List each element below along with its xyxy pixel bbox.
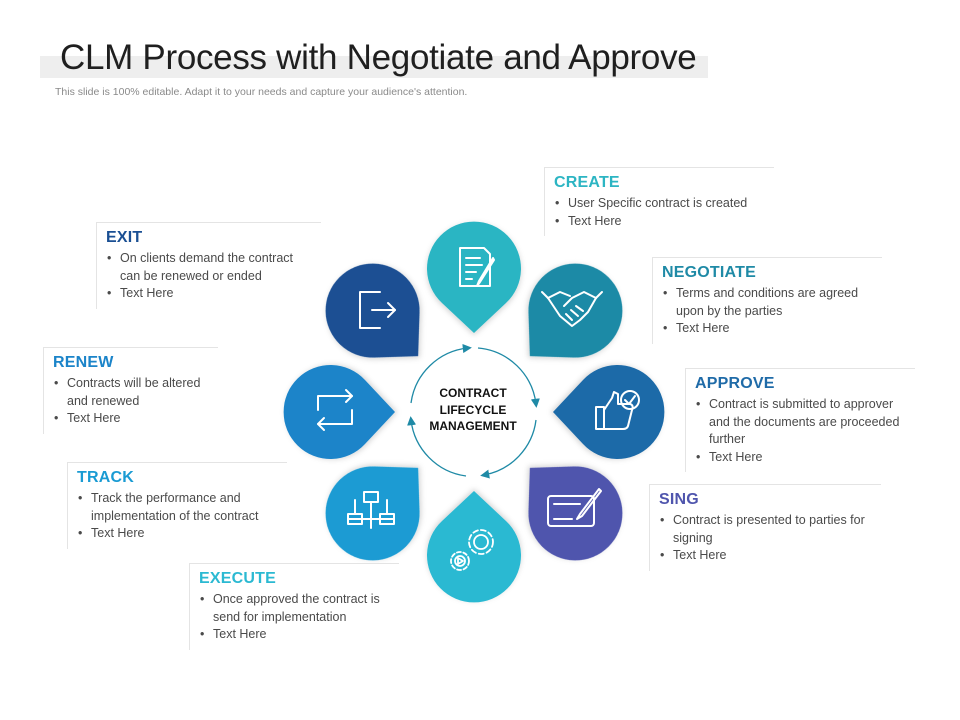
card-bullet: Terms and conditions are agreed upon by … xyxy=(662,285,874,320)
card-bullet: Contract is submitted to approver and th… xyxy=(695,396,907,449)
card-bullet: Text Here xyxy=(662,320,874,338)
title-underline-bar xyxy=(40,56,708,78)
petal-track xyxy=(325,466,420,561)
card-title-sing: SING xyxy=(659,491,699,508)
card-negotiate: NEGOTIATE Terms and conditions are agree… xyxy=(652,257,882,344)
center-label-line2: LIFECYCLE xyxy=(439,402,507,417)
card-exit: EXIT On clients demand the contract can … xyxy=(96,222,321,309)
center-circle xyxy=(408,346,540,478)
page-subtitle: This slide is 100% editable. Adapt it to… xyxy=(55,86,468,98)
card-title-renew: RENEW xyxy=(53,354,114,371)
card-title-create: CREATE xyxy=(554,174,620,191)
center-label-line3: MANAGEMENT xyxy=(429,419,517,433)
renew-arrows-icon xyxy=(317,389,353,431)
card-bullet: Text Here xyxy=(695,449,907,467)
card-execute: EXECUTE Once approved the contract is se… xyxy=(189,563,399,650)
card-bullet: Once approved the contract is send for i… xyxy=(199,591,391,626)
card-title-exit: EXIT xyxy=(106,229,143,246)
center-label: CONTRACT LIFECYCLE MANAGEMENT xyxy=(417,385,529,435)
card-renew: RENEW Contracts will be altered and rene… xyxy=(43,347,218,434)
card-sing: SING Contract is presented to parties fo… xyxy=(649,484,881,571)
card-bullet: User Specific contract is created xyxy=(554,195,766,213)
page-title: CLM Process with Negotiate and Approve xyxy=(60,38,697,77)
card-bullet: Text Here xyxy=(199,626,391,644)
cycle-arrows xyxy=(407,343,540,479)
card-title-negotiate: NEGOTIATE xyxy=(662,264,756,281)
card-title-track: TRACK xyxy=(77,469,134,486)
petal-negotiate xyxy=(528,263,623,358)
center-label-line1: CONTRACT xyxy=(439,386,507,400)
card-bullet: Text Here xyxy=(77,525,279,543)
card-bullet: Text Here xyxy=(554,213,766,231)
flowchart-icon xyxy=(347,491,395,529)
handshake-icon xyxy=(541,291,603,327)
card-approve: APPROVE Contract is submitted to approve… xyxy=(685,368,915,472)
petal-create xyxy=(426,221,521,333)
card-bullet: Text Here xyxy=(53,410,210,428)
signature-icon xyxy=(547,488,602,527)
document-edit-icon xyxy=(459,247,495,287)
exit-icon xyxy=(359,291,396,329)
petal-approve xyxy=(553,365,665,459)
card-bullet: On clients demand the contract can be re… xyxy=(106,250,313,285)
gears-icon xyxy=(450,529,494,571)
card-bullet: Contracts will be altered and renewed xyxy=(53,375,210,410)
petal-execute xyxy=(427,491,521,603)
card-bullet: Contract is presented to parties for sig… xyxy=(659,512,873,547)
card-track: TRACK Track the performance and implemen… xyxy=(67,462,287,549)
card-title-execute: EXECUTE xyxy=(199,570,276,587)
card-bullet: Text Here xyxy=(106,285,313,303)
card-create: CREATE User Specific contract is created… xyxy=(544,167,774,236)
card-title-approve: APPROVE xyxy=(695,375,775,392)
card-bullet: Text Here xyxy=(659,547,873,565)
card-bullet: Track the performance and implementation… xyxy=(77,490,279,525)
thumbs-up-check-icon xyxy=(595,390,640,430)
petal-renew xyxy=(283,365,395,459)
